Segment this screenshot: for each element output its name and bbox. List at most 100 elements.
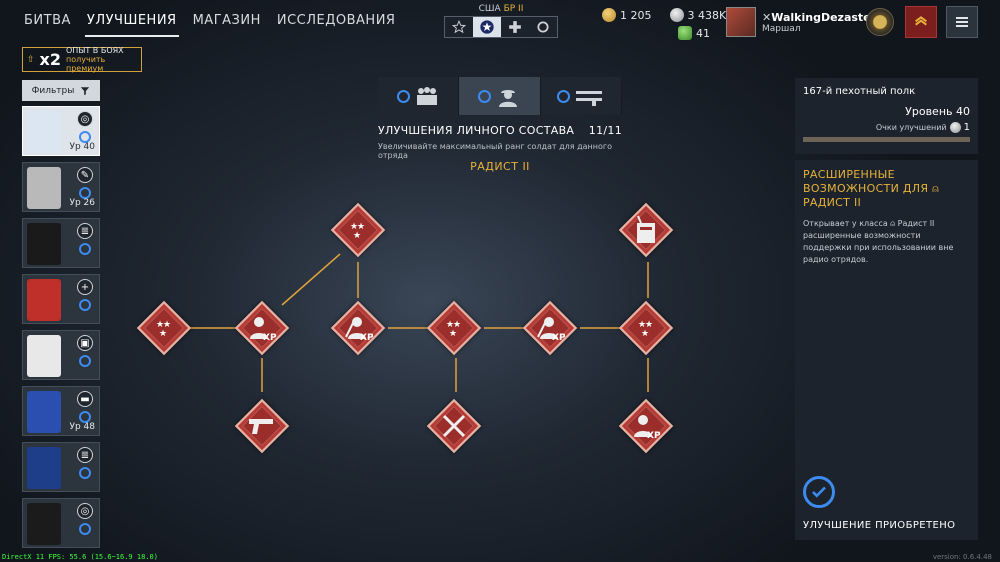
squad-card[interactable]: ✎ Ур 26 [22, 162, 100, 212]
cross-icon [509, 21, 521, 33]
xbox-icon: ✕ [762, 10, 772, 24]
squad-emblem [27, 111, 61, 153]
check-icon [79, 467, 91, 479]
level-progress-bar [803, 137, 970, 142]
upgrade-node[interactable]: XP [234, 300, 290, 356]
upgrade-title: РАСШИРЕННЫЕ ВОЗМОЖНОСТИ ДЛЯ ⍝ РАДИСТ II [803, 168, 940, 209]
ticket-amount: 41 [696, 26, 710, 40]
check-icon [557, 89, 571, 103]
svg-text:★: ★ [156, 320, 164, 330]
rank-medal-icon[interactable] [866, 8, 894, 36]
squad-emblem [27, 503, 61, 545]
category-tabs [378, 77, 622, 115]
xp-soldier-icon: XP [236, 302, 288, 354]
hamburger-icon [956, 17, 968, 27]
nation-selector: США БР II [444, 4, 558, 38]
svg-text:★: ★ [641, 329, 649, 339]
check-icon [79, 131, 91, 143]
branch-tabs [444, 16, 558, 38]
purchased-check-icon [803, 476, 835, 508]
silver-amount: 3 438K [687, 8, 727, 22]
regiment-panel: 167-й пехотный полк Уровень 40 Очки улуч… [795, 78, 978, 154]
tab-category-squad[interactable] [378, 77, 460, 115]
branch-circle[interactable] [529, 17, 557, 37]
check-icon [79, 187, 91, 199]
tab-battle[interactable]: БИТВА [24, 12, 71, 28]
player-profile[interactable]: ✕WalkingDezaster Маршал [726, 6, 876, 38]
upgrade-status: УЛУЧШЕНИЕ ПРИОБРЕТЕНО [803, 520, 956, 531]
category-subtitle: Увеличивайте максимальный ранг солдат дл… [378, 142, 612, 160]
upgrade-node[interactable]: XP [330, 300, 386, 356]
branch-star-outline[interactable] [445, 17, 473, 37]
squad-card[interactable]: ▬Ур 48 [22, 386, 100, 436]
premium-line1: ОПЫТ В БОЯХ [66, 46, 124, 55]
headset-icon: ◎ [77, 503, 93, 519]
tab-shop[interactable]: МАГАЗИН [192, 12, 261, 28]
svg-text:★: ★ [645, 320, 653, 330]
tab-upgrades[interactable]: УЛУЧШЕНИЯ [84, 7, 179, 37]
squad-card[interactable]: ≣ [22, 442, 100, 492]
upgrade-node[interactable] [234, 398, 290, 454]
crossed-rifles-icon [428, 400, 480, 452]
svg-text:★: ★ [350, 222, 358, 232]
tab-category-weapons[interactable] [541, 77, 622, 115]
svg-text:XP: XP [360, 333, 373, 343]
medic-icon: + [77, 279, 93, 295]
svg-text:★: ★ [357, 222, 365, 232]
funnel-icon [81, 86, 90, 95]
upgrade-node[interactable] [618, 202, 674, 258]
squad-group-icon [416, 87, 437, 105]
menu-button[interactable] [946, 6, 978, 38]
svg-text:★: ★ [453, 320, 461, 330]
squad-card[interactable]: ≣ [22, 218, 100, 268]
upgrade-node[interactable]: ★★★ [426, 300, 482, 356]
check-icon [79, 299, 91, 311]
player-rank: Маршал [762, 23, 801, 34]
category-title: УЛУЧШЕНИЯ ЛИЧНОГО СОСТАВА [378, 124, 575, 137]
rifles-icon [576, 91, 603, 106]
arrow-up-icon: ⇧ [27, 54, 35, 65]
squad-card[interactable]: ◎Ур 40 [22, 106, 100, 156]
upgrade-node[interactable]: XP [618, 398, 674, 454]
filters-button[interactable]: Фильтры [22, 80, 100, 101]
svg-text:★: ★ [446, 320, 454, 330]
circle-icon [537, 21, 549, 33]
player-name: WalkingDezaster [771, 10, 877, 24]
rank-stars-icon: ★★★ [332, 204, 384, 256]
branch-cross[interactable] [501, 17, 529, 37]
premium-offer[interactable]: ⇧ x2 ОПЫТ В БОЯХ получить премиум [22, 46, 142, 73]
upgrade-node[interactable]: XP [522, 300, 578, 356]
premium-link[interactable]: получить премиум [66, 55, 106, 73]
squad-list: ◎Ур 40 ✎ Ур 26 ≣ + ▣ ▬Ур 48 ≣ ◎ [22, 106, 100, 554]
squad-emblem [27, 335, 61, 377]
squad-level: Ур 48 [69, 422, 95, 432]
headset-icon: ◎ [77, 111, 93, 127]
tab-research[interactable]: ИССЛЕДОВАНИЯ [276, 12, 396, 28]
check-icon [79, 411, 91, 423]
upgrade-node[interactable] [426, 398, 482, 454]
tab-category-personnel[interactable] [459, 77, 541, 115]
unit-name: РАДИСТ II [470, 160, 530, 173]
soldier-portrait-icon [498, 90, 517, 107]
branch-usa[interactable] [473, 17, 501, 37]
rank-stars-icon: ★★★ [428, 302, 480, 354]
squad-card[interactable]: ▣ [22, 330, 100, 380]
battle-rating: БР II [503, 4, 524, 14]
squad-badge[interactable] [905, 6, 937, 38]
check-icon [396, 89, 410, 103]
document-icon: ≣ [77, 223, 93, 239]
category-progress: 11/11 [588, 124, 622, 137]
upgrade-node[interactable]: ★★★ [618, 300, 674, 356]
upgrade-node[interactable]: ★★★ [136, 300, 192, 356]
tool-icon: ✎ [77, 167, 93, 183]
squad-card[interactable]: + [22, 274, 100, 324]
squad-level: Ур 26 [69, 198, 95, 208]
squad-card[interactable]: ◎ [22, 498, 100, 548]
xp-soldier-icon: XP [620, 400, 672, 452]
silver-coin-icon [669, 8, 684, 22]
upgrade-node[interactable]: ★★★ [330, 202, 386, 258]
regiment-name: 167-й пехотный полк [803, 86, 916, 97]
upgrade-point-icon [949, 122, 961, 133]
upgrade-description: Открывает у класса ⍝ Радист II расширенн… [803, 219, 954, 264]
category-header: УЛУЧШЕНИЯ ЛИЧНОГО СОСТАВА 11/11 [378, 124, 622, 137]
